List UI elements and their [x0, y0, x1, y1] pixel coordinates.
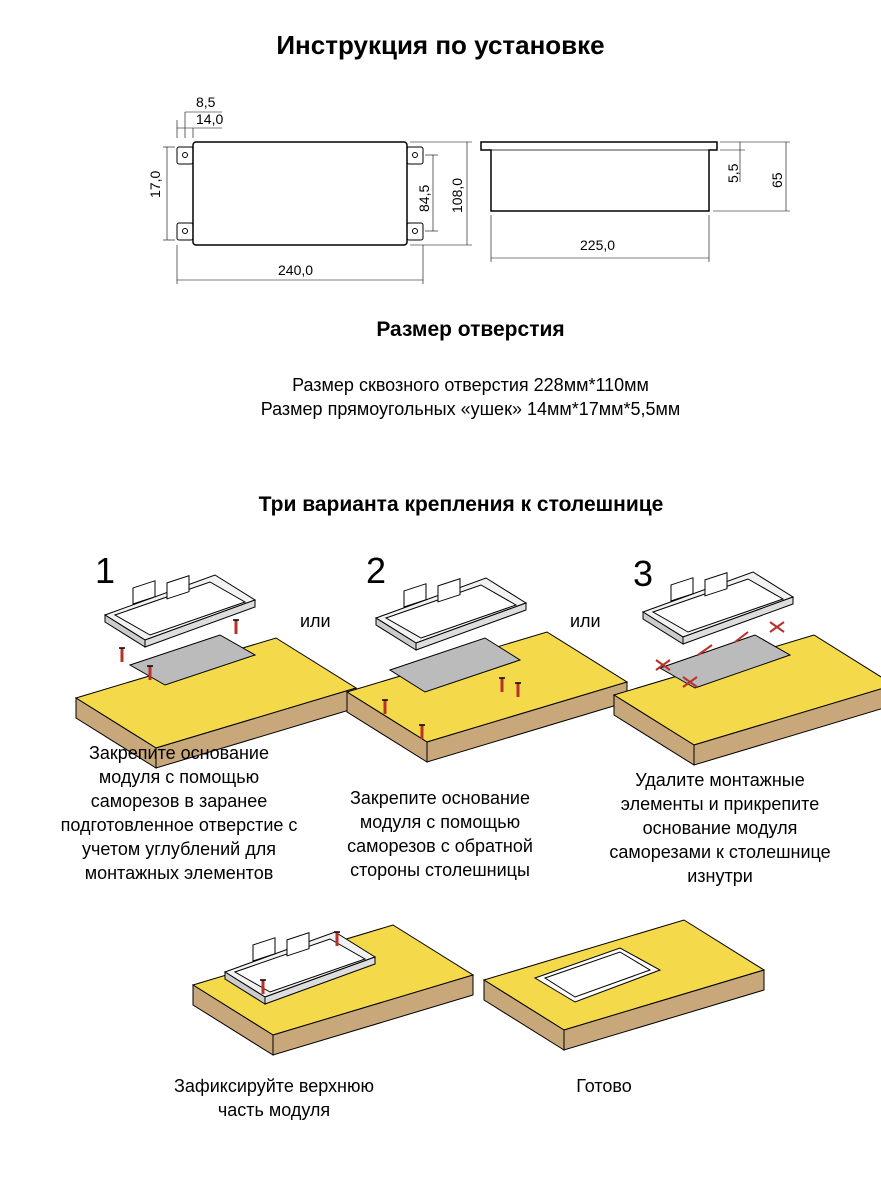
- dim-108-0: 108,0: [449, 178, 465, 213]
- fix-illustration: [192, 924, 474, 1056]
- step-2-number: 2: [366, 550, 387, 591]
- step-3-text: Удалите монтажные элементы и прикрепите …: [609, 770, 831, 886]
- hole-line-2: Размер прямоугольных «ушек» 14мм*17мм*5,…: [260, 399, 681, 419]
- dim-65: 65: [769, 172, 785, 188]
- side-view-body: [480, 141, 718, 212]
- page-title: Инструкция по установке: [276, 30, 605, 60]
- step-1-text: Закрепите основание модуля с помощью сам…: [60, 743, 298, 883]
- or-label-1: или: [300, 611, 331, 631]
- step-2-text: Закрепите основание модуля с помощью сам…: [347, 788, 533, 880]
- dim-225-0: 225,0: [580, 237, 615, 253]
- illustrations: [75, 571, 881, 1056]
- step-3-illustration: [613, 571, 881, 766]
- ear-tr: [406, 146, 424, 165]
- hole-heading: Размер отверстия: [376, 318, 565, 341]
- ear-tl: [176, 146, 194, 165]
- ear-bl: [176, 222, 194, 241]
- fix-text: Зафиксируйте верхнюю часть модуля: [174, 1076, 374, 1120]
- dim-240-0: 240,0: [278, 262, 313, 278]
- done-text: Готово: [576, 1076, 632, 1096]
- step-2-illustration: [346, 577, 628, 763]
- dim-14-0: 14,0: [196, 111, 223, 127]
- step-3-number: 3: [633, 553, 654, 594]
- step-1-number: 1: [95, 550, 116, 591]
- step-1-illustration: [75, 574, 357, 769]
- dim-8-5: 8,5: [196, 94, 216, 110]
- done-illustration: [483, 919, 765, 1051]
- or-label-2: или: [570, 611, 601, 631]
- hole-line-1: Размер сквозного отверстия 228мм*110мм: [292, 375, 649, 395]
- dim-17-0: 17,0: [147, 171, 163, 198]
- technical-drawing: 8,5 14,0 17,0 84,5 108,0 240,0 5,5 65 22…: [147, 94, 790, 284]
- ear-br: [406, 222, 424, 241]
- variants-heading: Три варианта крепления к столешнице: [258, 493, 664, 516]
- dim-5-5: 5,5: [725, 163, 741, 183]
- dim-84-5: 84,5: [416, 185, 432, 212]
- top-view-body: [192, 141, 408, 246]
